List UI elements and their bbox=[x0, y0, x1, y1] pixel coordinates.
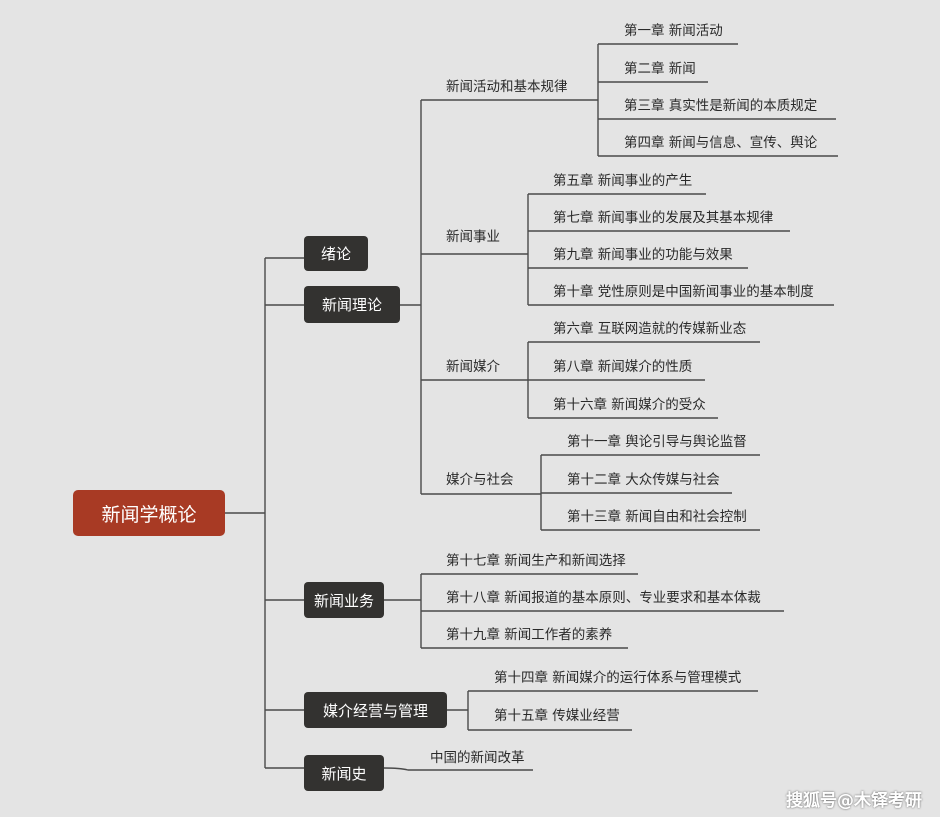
chapter-item[interactable]: 第三章 真实性是新闻的本质规定 bbox=[624, 98, 818, 114]
chapter-item[interactable]: 第十一章 舆论引导与舆论监督 bbox=[567, 434, 747, 450]
chapter-item[interactable]: 第一章 新闻活动 bbox=[624, 23, 723, 39]
chapter-item[interactable]: 第十四章 新闻媒介的运行体系与管理模式 bbox=[494, 670, 742, 686]
branch-management-label: 媒介经营与管理 bbox=[322, 701, 428, 720]
branch-theory-label: 新闻理论 bbox=[321, 296, 382, 314]
chapter-item[interactable]: 第十九章 新闻工作者的素养 bbox=[446, 627, 613, 643]
theory-group-label[interactable]: 媒介与社会 bbox=[446, 472, 514, 488]
theory-group-label[interactable]: 新闻事业 bbox=[446, 229, 500, 245]
branch-xulun-label: 绪论 bbox=[320, 245, 351, 263]
root-node[interactable]: 新闻学概论 bbox=[73, 490, 225, 536]
branch-practice-label: 新闻业务 bbox=[313, 591, 374, 610]
branch-history-label: 新闻史 bbox=[321, 764, 367, 783]
chapter-item[interactable]: 第十五章 传媒业经营 bbox=[494, 708, 620, 724]
chapter-item[interactable]: 第七章 新闻事业的发展及其基本规律 bbox=[553, 210, 774, 226]
branch-xulun[interactable]: 绪论 bbox=[304, 236, 368, 271]
history-item[interactable]: 中国的新闻改革 bbox=[430, 750, 525, 766]
chapter-item[interactable]: 第十二章 大众传媒与社会 bbox=[567, 472, 720, 488]
chapter-item[interactable]: 第六章 互联网造就的传媒新业态 bbox=[553, 321, 747, 337]
branch-management[interactable]: 媒介经营与管理 bbox=[304, 692, 447, 728]
chapter-item[interactable]: 第十七章 新闻生产和新闻选择 bbox=[446, 553, 626, 569]
chapter-item[interactable]: 第二章 新闻 bbox=[624, 61, 696, 77]
chapter-item[interactable]: 第十章 党性原则是中国新闻事业的基本制度 bbox=[553, 284, 814, 300]
chapter-item[interactable]: 第四章 新闻与信息、宣传、舆论 bbox=[624, 135, 818, 151]
theory-group-label[interactable]: 新闻媒介 bbox=[446, 359, 500, 375]
branch-practice[interactable]: 新闻业务 bbox=[304, 582, 384, 618]
leaf-line-h-1 bbox=[383, 767, 533, 771]
root-label: 新闻学概论 bbox=[101, 503, 197, 526]
chapter-item[interactable]: 第十三章 新闻自由和社会控制 bbox=[567, 509, 747, 525]
branch-theory[interactable]: 新闻理论 bbox=[304, 286, 400, 323]
theory-group-label[interactable]: 新闻活动和基本规律 bbox=[446, 79, 568, 95]
branch-history[interactable]: 新闻史 bbox=[304, 755, 384, 791]
chapter-item[interactable]: 第九章 新闻事业的功能与效果 bbox=[553, 247, 733, 263]
chapter-item[interactable]: 第五章 新闻事业的产生 bbox=[553, 173, 693, 189]
watermark-text: 搜狐号@木铎考研 bbox=[786, 791, 922, 811]
chapter-item[interactable]: 第八章 新闻媒介的性质 bbox=[553, 359, 693, 375]
chapter-item[interactable]: 第十八章 新闻报道的基本原则、专业要求和基本体裁 bbox=[446, 590, 761, 606]
chapter-item[interactable]: 第十六章 新闻媒介的受众 bbox=[553, 397, 706, 413]
